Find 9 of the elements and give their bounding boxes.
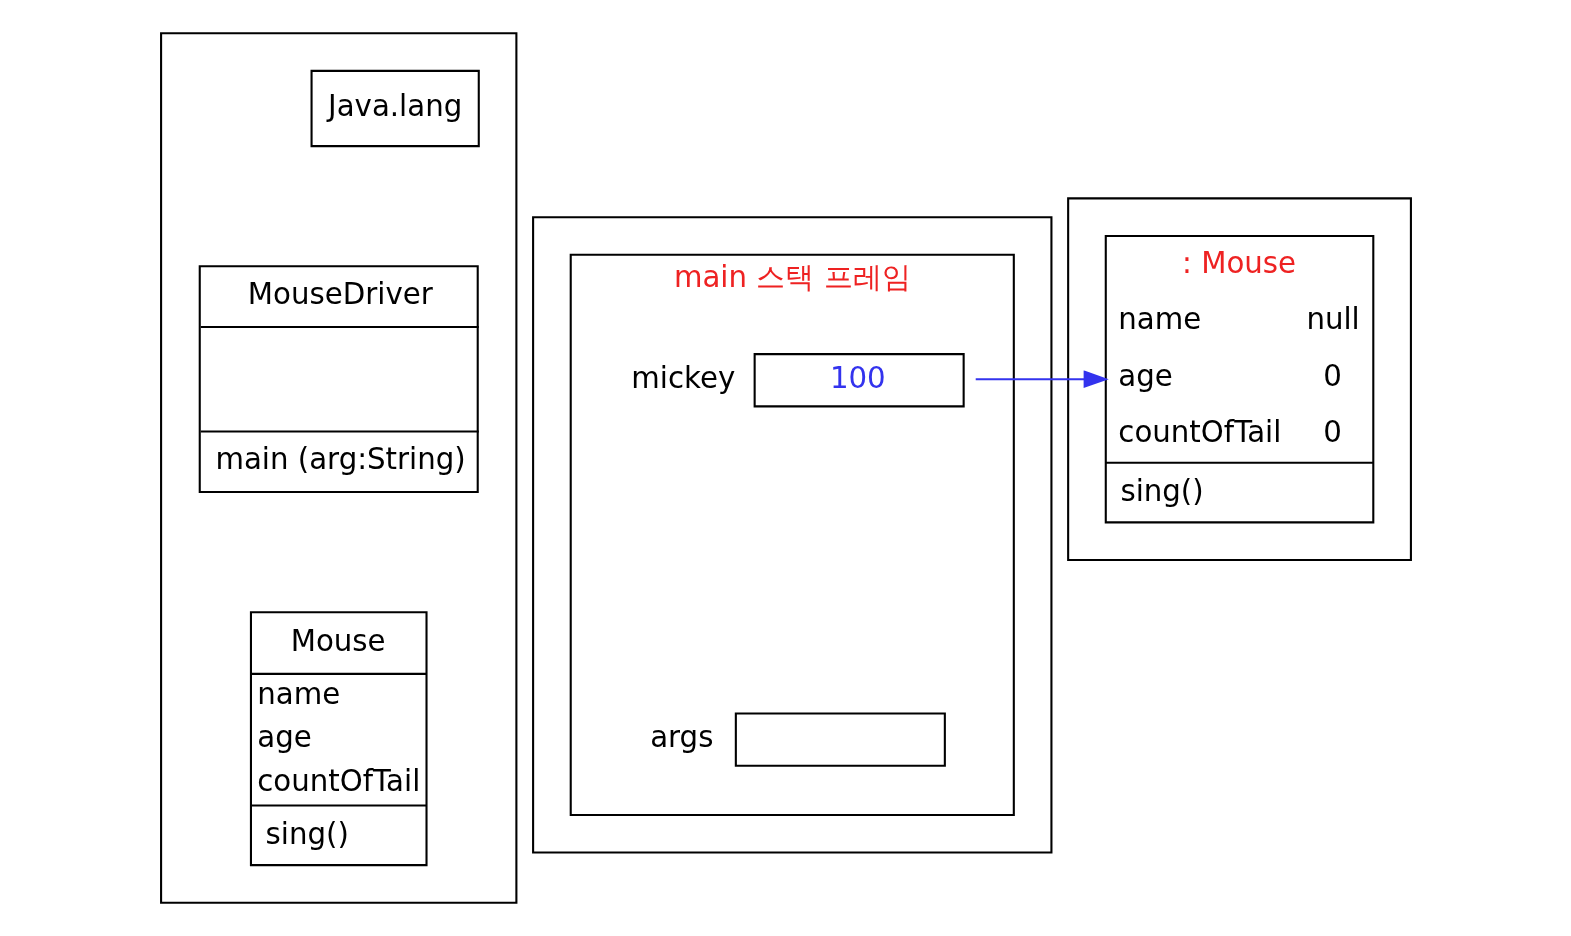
node-box: Java.lang [310,69,480,148]
cluster [531,216,1052,854]
cluster [159,32,517,904]
node-label: args [649,720,713,755]
node-box: 100 [753,353,965,408]
cluster [1066,197,1412,561]
node-label: mickey [630,360,735,395]
arrow [975,370,1109,388]
node-box [734,712,946,767]
